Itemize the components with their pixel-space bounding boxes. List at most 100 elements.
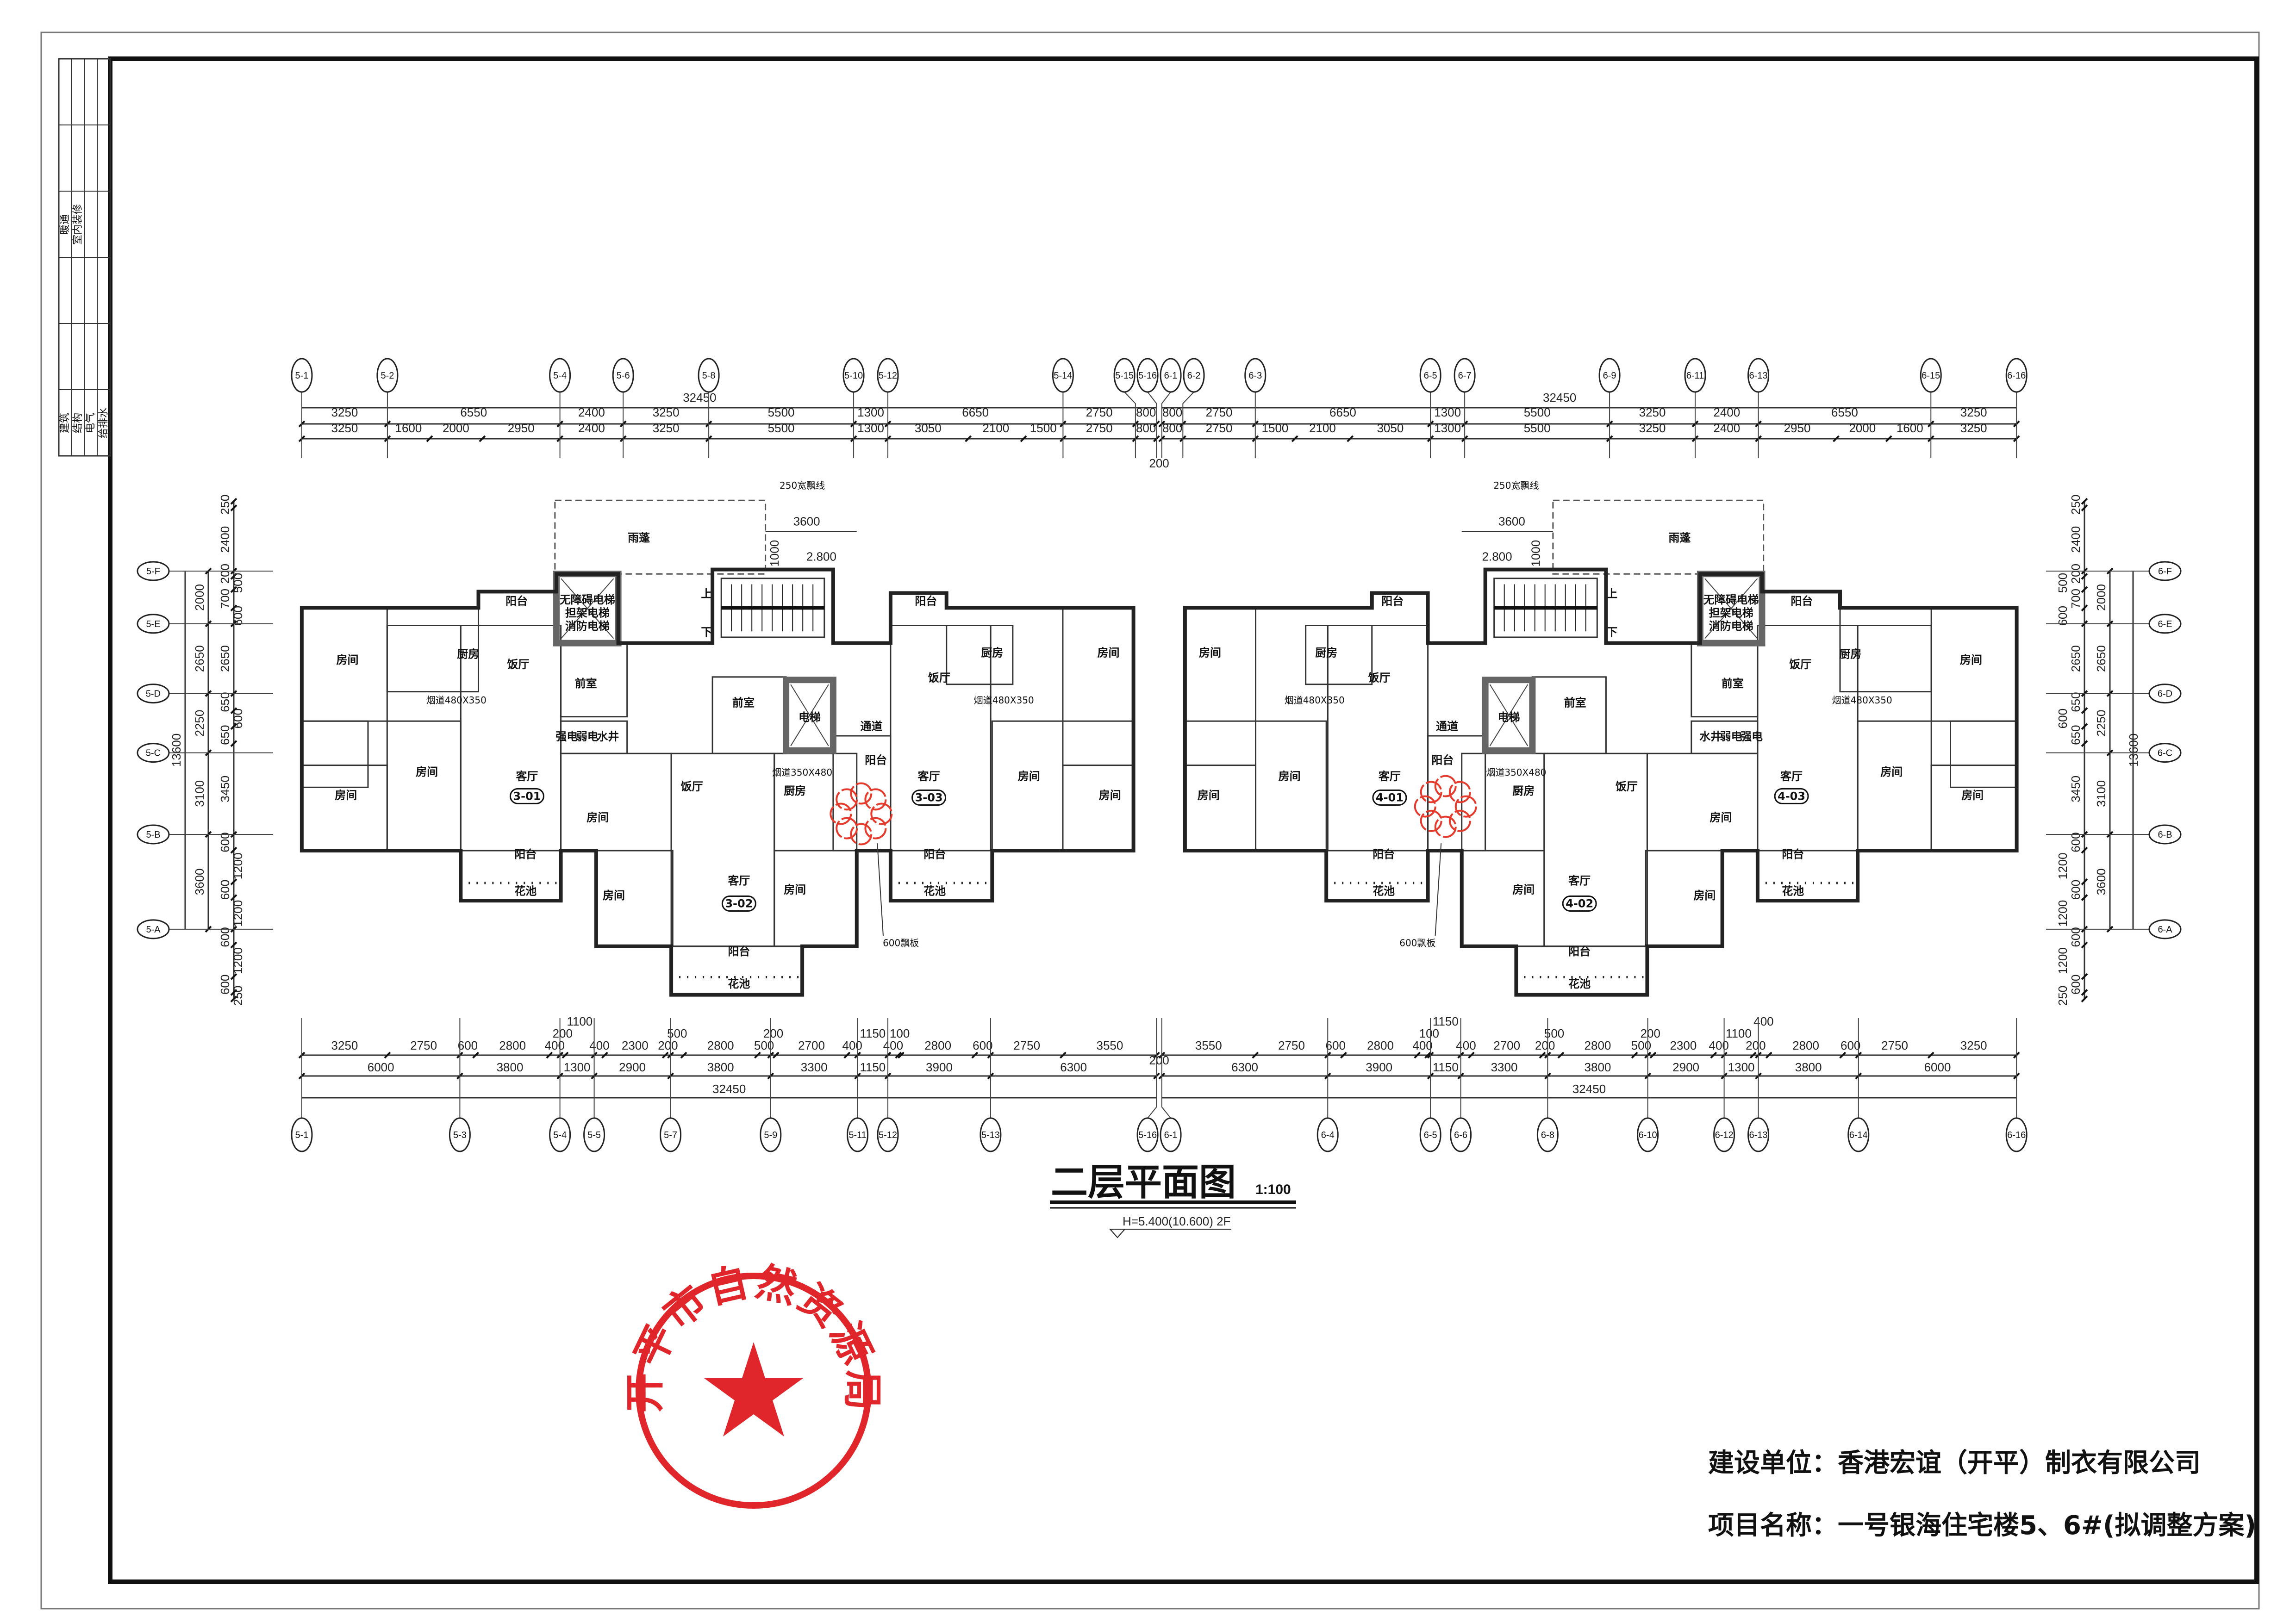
axis-label: 5-8 — [702, 371, 716, 381]
axis-label: 6-8 — [1541, 1130, 1554, 1140]
dimension-tick — [2081, 973, 2088, 980]
axis-bubble — [1160, 1117, 1182, 1152]
axis-label: 6-10 — [1639, 1130, 1657, 1140]
axis-bubble — [877, 1117, 899, 1152]
axis-label: 6-4 — [1321, 1130, 1335, 1140]
revision-cloud — [870, 802, 893, 825]
top-dim-row2-value: 5500 — [1524, 421, 1551, 435]
axis-bubble — [1536, 1117, 1559, 1152]
canopy-width-dim: 3600 — [1498, 514, 1525, 528]
revision-cloud — [1434, 815, 1457, 838]
axis-bubble — [137, 684, 170, 704]
bottom-dim-row1-value: 600 — [1326, 1038, 1346, 1052]
dimension-tick — [1252, 1051, 1259, 1059]
vertical-dim-col2-value: 200 — [2069, 564, 2083, 584]
dimension-tick — [2081, 723, 2088, 730]
vertical-dim-col1-value: 3100 — [2094, 780, 2108, 807]
axis-line — [1147, 1018, 1157, 1119]
floor-elevation: H=5.400(10.600) 2F — [1123, 1214, 1230, 1228]
vertical-total-value: 13600 — [2127, 734, 2140, 767]
room-label-balcony: 阳台 — [1782, 848, 1804, 861]
revision-cloud — [1434, 775, 1457, 797]
bottom-total-value: 32450 — [1572, 1082, 1606, 1096]
bottom-dim-row2-value: 3900 — [1366, 1060, 1392, 1074]
bottom-dim-row1-value: 1100 — [567, 1014, 593, 1028]
vertical-dim-col2-value: 650 — [218, 725, 232, 745]
dimension-tick — [898, 1051, 905, 1059]
bottom-dim-row1-value: 100 — [1419, 1026, 1439, 1040]
top-dim-row2-value: 2400 — [578, 421, 605, 435]
room-label-shaft_weak: 弱电 — [1720, 730, 1742, 743]
room-label-balcony: 阳台 — [514, 848, 537, 861]
axis-bubble — [2005, 358, 2028, 393]
bottom-dim-row1-value: 2300 — [622, 1038, 649, 1052]
gap-dim-value: 200 — [1149, 456, 1169, 470]
bottom-dim-row2-value: 6300 — [1231, 1060, 1258, 1074]
dimension-tick — [230, 586, 237, 593]
vertical-dim-col2-value: 600 — [2069, 832, 2083, 852]
room-label-balcony: 阳台 — [505, 595, 528, 608]
bottom-dim-row2-value: 3800 — [1585, 1060, 1611, 1074]
bottom-dim-row1-value: 400 — [1456, 1038, 1476, 1052]
fire-elevator-label: 无障碍电梯 — [560, 593, 615, 606]
bottom-dim-row1-value: 100 — [890, 1026, 910, 1040]
axis-bubble — [2148, 561, 2182, 581]
project-line: 项目名称：一号银海住宅楼5、6#(拟调整方案) — [1708, 1511, 2256, 1541]
top-dim-row2-value: 800 — [1136, 421, 1156, 435]
room-label-living: 客厅 — [1780, 770, 1803, 783]
elevation-marker-icon — [1109, 1229, 1126, 1238]
vertical-dim-col1-value: 2650 — [2094, 645, 2108, 672]
axis-bubble — [2148, 824, 2182, 845]
room-label-kitchen: 厨房 — [1315, 646, 1337, 659]
axis-bubble — [137, 824, 170, 845]
room-label-balcony: 阳台 — [1791, 595, 1813, 608]
axis-label: 5-C — [146, 748, 161, 759]
bottom-dim-row2-value: 3300 — [801, 1060, 828, 1074]
bottom-dim-row2-value: 2900 — [1672, 1060, 1699, 1074]
bottom-dim-row1-value: 200 — [1535, 1038, 1555, 1052]
room-label-room: 房间 — [1199, 646, 1221, 659]
dimension-tick — [230, 995, 237, 1003]
bottom-dim-row1-value: 2800 — [707, 1038, 734, 1052]
dimension-tick — [1424, 1051, 1431, 1059]
drawing-scale: 1:100 — [1255, 1182, 1291, 1197]
drawing-title-block: 二层平面图 1:100 H=5.400(10.600) 2F — [1050, 1161, 1296, 1238]
room-label-dining: 饭厅 — [681, 780, 703, 793]
room-label-room: 房间 — [1961, 789, 1984, 802]
room-label-living: 客厅 — [1379, 770, 1401, 783]
eave-line-note: 250宽飘线 — [1493, 480, 1539, 491]
axis-bubble — [449, 1117, 471, 1152]
axis-bubble — [1637, 1117, 1659, 1152]
axis-bubble — [1136, 358, 1159, 393]
room-label-lobby: 前室 — [1722, 677, 1744, 690]
top-dim-row2-value: 2750 — [1086, 421, 1113, 435]
flue-note: 烟道350X480 — [772, 767, 832, 778]
inner-frame — [108, 56, 2259, 1584]
axis-bubble — [137, 919, 170, 939]
unit-tag-oval — [1562, 895, 1597, 912]
dimension-tick — [772, 1051, 780, 1059]
building-6-plan: 上下房间厨房阳台饭厅前室房间房间客厅房间阳台花池雨蓬前室电梯通道饭厅客厅房间房间… — [1183, 480, 2019, 997]
axis-label: 5-11 — [849, 1130, 867, 1140]
unit-number: 3-03 — [915, 791, 943, 804]
bottom-dim-row1-value: 400 — [1753, 1014, 1773, 1028]
vertical-total-value: 13600 — [169, 734, 183, 767]
dimension-tick — [230, 973, 237, 980]
axis-bubble — [842, 358, 865, 393]
elevator-shaft — [1482, 677, 1536, 754]
dimension-tick — [230, 878, 237, 885]
bottom-dim-row1-value: 3550 — [1096, 1038, 1123, 1052]
room-label-kitchen: 厨房 — [784, 784, 806, 797]
dimension-tick — [1885, 435, 1892, 442]
axis-bubble — [1419, 1117, 1441, 1152]
axis-label: 6-1 — [1164, 1130, 1178, 1140]
dimension-tick — [1467, 1051, 1475, 1059]
flue-note: 烟道480X350 — [1832, 695, 1892, 706]
axis-bubble — [1454, 358, 1476, 393]
axis-bubble — [291, 1117, 313, 1152]
bottom-dim-row1-value: 200 — [763, 1026, 783, 1040]
axis-label: 6-6 — [1454, 1130, 1467, 1140]
drawing-title: 二层平面图 — [1051, 1161, 1236, 1204]
top-dim-row2-value: 3250 — [1960, 421, 1987, 435]
axis-bubble — [2148, 919, 2182, 939]
